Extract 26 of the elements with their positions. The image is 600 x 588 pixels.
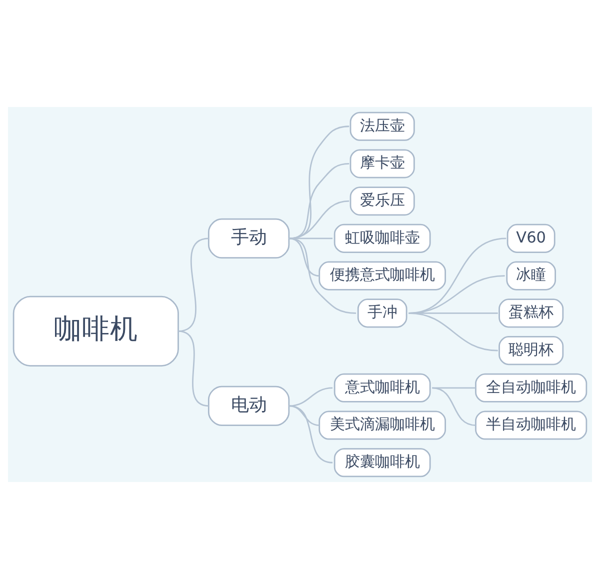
node-box: 手动 bbox=[208, 218, 290, 258]
node-box: 虹吸咖啡壶 bbox=[334, 223, 431, 252]
connector bbox=[408, 312, 498, 351]
node-box: 摩卡壶 bbox=[350, 148, 415, 178]
node-box: 美式滴漏咖啡机 bbox=[318, 410, 446, 440]
node-box: 意式咖啡机 bbox=[334, 372, 431, 402]
node-box: 电动 bbox=[208, 385, 290, 426]
node-box: 手冲 bbox=[357, 298, 408, 328]
node-box: 全自动咖啡机 bbox=[475, 372, 588, 402]
node-box: V60 bbox=[506, 223, 556, 252]
node-box: 胶囊咖啡机 bbox=[334, 448, 431, 477]
node-box: 便携意式咖啡机 bbox=[318, 260, 446, 290]
node-box: 法压壶 bbox=[350, 111, 415, 140]
connector bbox=[178, 330, 209, 406]
node-box: 聪明杯 bbox=[498, 336, 564, 365]
connector bbox=[432, 386, 476, 388]
node-box: 半自动咖啡机 bbox=[475, 410, 588, 440]
node-box: 咖啡机 bbox=[12, 295, 179, 366]
connector bbox=[432, 386, 476, 426]
connector bbox=[288, 386, 333, 406]
node-box: 蛋糕杯 bbox=[498, 298, 564, 328]
connector bbox=[288, 404, 333, 463]
node-box: 冰瞳 bbox=[506, 260, 556, 290]
node-box: 爱乐压 bbox=[350, 186, 415, 216]
connector bbox=[288, 237, 356, 314]
connector bbox=[288, 237, 320, 276]
